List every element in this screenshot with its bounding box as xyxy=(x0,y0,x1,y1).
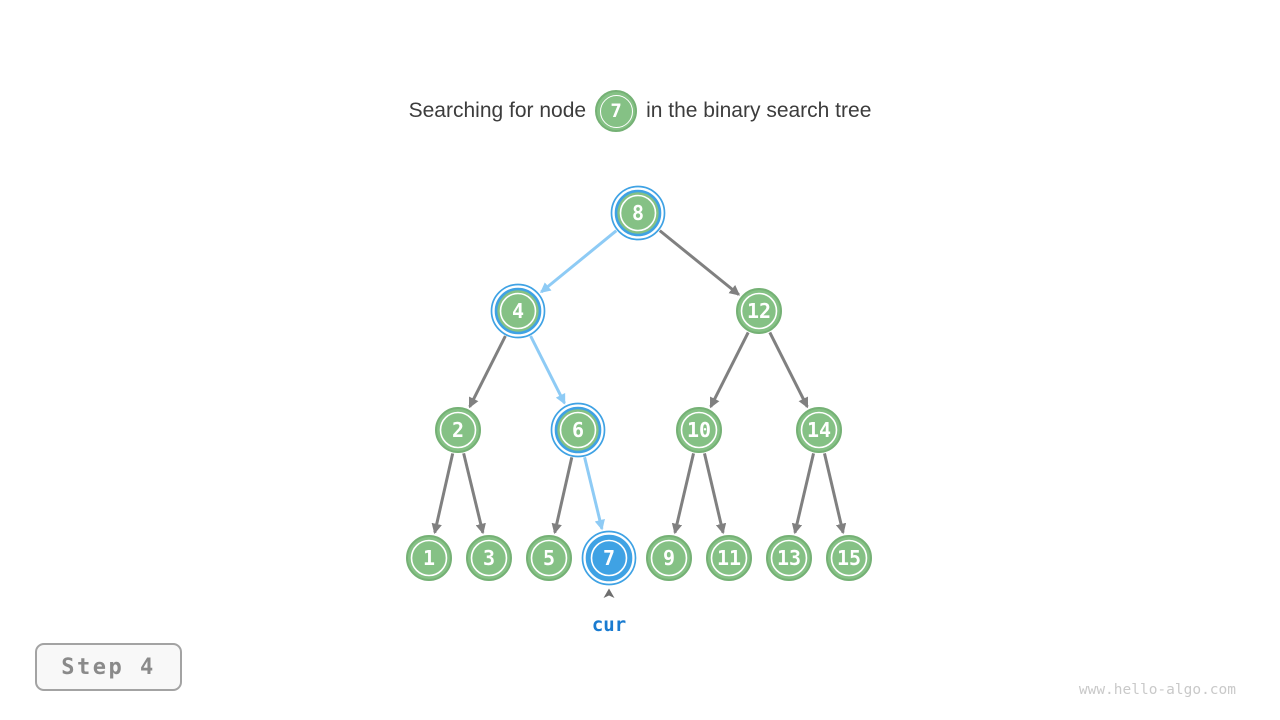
cur-pointer-caret-icon xyxy=(603,588,615,598)
tree-edge-14-15 xyxy=(823,453,847,535)
tree-edge-2-3 xyxy=(462,452,486,535)
tree-edge-4-6 xyxy=(529,335,566,405)
tree-edge-10-9 xyxy=(671,453,695,535)
tree-node-15: 15 xyxy=(826,535,872,581)
tree-edge-12-10 xyxy=(709,331,750,409)
tree-node-5: 5 xyxy=(526,535,572,581)
tree-edge-10-11 xyxy=(703,453,727,535)
tree-node-11: 11 xyxy=(706,535,752,581)
tree-node-9: 9 xyxy=(646,535,692,581)
tree-node-13-value: 13 xyxy=(777,546,801,570)
title-prefix: Searching for node xyxy=(408,99,587,122)
tree-node-1: 1 xyxy=(406,535,452,581)
tree-node-14: 14 xyxy=(796,407,842,453)
tree-edge-4-2 xyxy=(468,335,507,409)
tree-node-14-value: 14 xyxy=(807,418,831,442)
tree-node-13: 13 xyxy=(766,535,812,581)
tree-node-2: 2 xyxy=(435,407,481,453)
tree-edge-2-1 xyxy=(431,453,455,535)
tree-edge-6-7 xyxy=(583,456,605,531)
title-target-node: 7 xyxy=(595,90,638,132)
tree-node-9-value: 9 xyxy=(663,546,675,570)
tree-node-7-value: 7 xyxy=(603,546,615,570)
cur-pointer-label: cur xyxy=(592,614,626,636)
tree-node-2-value: 2 xyxy=(452,418,464,442)
tree-edge-12-14 xyxy=(768,331,809,409)
tree-node-8: 8 xyxy=(610,185,666,241)
tree-node-4: 4 xyxy=(490,283,546,339)
tree-node-1-value: 1 xyxy=(423,546,435,570)
tree-node-4-value: 4 xyxy=(512,299,524,323)
tree-node-7: 7 xyxy=(581,530,637,586)
tree-node-10-value: 10 xyxy=(687,418,711,442)
tree-node-3: 3 xyxy=(466,535,512,581)
tree-node-12-value: 12 xyxy=(747,299,771,323)
tree-node-5-value: 5 xyxy=(543,546,555,570)
tree-edge-6-5 xyxy=(551,456,574,535)
tree-edge-14-13 xyxy=(791,453,815,535)
title-suffix: in the binary search tree xyxy=(646,99,872,122)
tree-node-8-value: 8 xyxy=(632,201,644,225)
watermark: www.hello-algo.com xyxy=(1078,682,1236,698)
step-badge-label: Step 4 xyxy=(61,654,156,680)
diagram-title: Searching for node 7 in the binary searc… xyxy=(0,90,1280,132)
tree-node-6: 6 xyxy=(550,402,606,458)
tree-edge-8-4 xyxy=(540,229,618,294)
tree-node-15-value: 15 xyxy=(837,546,861,570)
tree-node-10: 10 xyxy=(676,407,722,453)
tree-node-12: 12 xyxy=(736,288,782,334)
tree-node-11-value: 11 xyxy=(717,546,741,570)
tree-node-6-value: 6 xyxy=(572,418,584,442)
tree-edge-8-12 xyxy=(658,229,741,296)
step-badge: Step 4 xyxy=(35,643,182,691)
tree-node-3-value: 3 xyxy=(483,546,495,570)
